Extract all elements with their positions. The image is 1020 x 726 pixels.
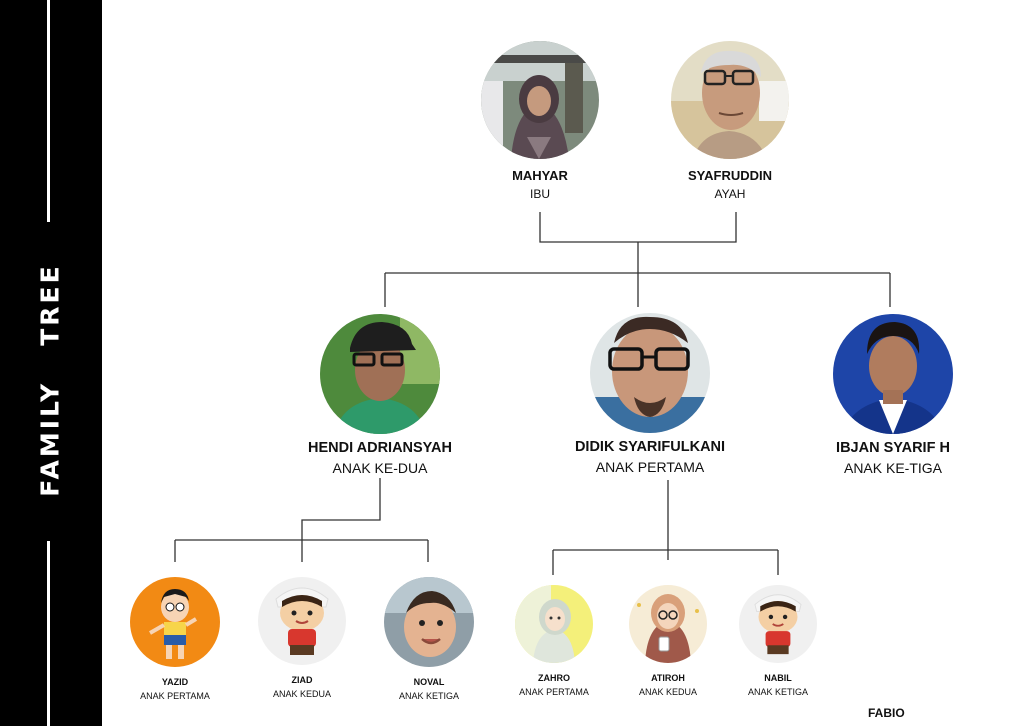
grandchild-card-noval[interactable]: NOVAL ANAK KETIGA	[379, 577, 479, 701]
grandchild-card-yazid[interactable]: YAZID ANAK PERTAMA	[125, 577, 225, 701]
sidebar-divider-top	[47, 0, 50, 222]
person-role: ANAK KETIGA	[398, 691, 460, 701]
child-card-hendi[interactable]: HENDI ADRIANSYAH ANAK KE-DUA	[300, 314, 460, 476]
cartoon-boy-red-shirt-icon	[258, 577, 346, 665]
person-role: ANAK KETIGA	[747, 687, 809, 697]
baby-photo-icon	[384, 577, 474, 667]
young-man-suit-portrait-icon	[833, 314, 953, 434]
parent-card-syafruddin[interactable]: SYAFRUDDIN AYAH	[655, 41, 805, 201]
cartoon-boy-red-shirt-icon	[739, 585, 817, 663]
grandchild-card-nabil[interactable]: NABIL ANAK KETIGA	[728, 585, 828, 697]
person-name: SYAFRUDDIN	[687, 168, 773, 183]
person-name: NABIL	[764, 673, 792, 683]
person-name: NOVAL	[413, 677, 445, 687]
person-role: ANAK KEDUA	[638, 687, 698, 697]
person-role: ANAK PERTAMA	[140, 691, 210, 701]
parent-card-mahyar[interactable]: MAHYAR IBU	[465, 41, 615, 201]
person-role: IBU	[529, 187, 550, 201]
person-name: ZIAD	[291, 675, 313, 685]
person-name: YAZID	[161, 677, 189, 687]
hendi-descent-line	[301, 478, 381, 562]
person-role: ANAK KE-TIGA	[843, 460, 943, 476]
grandchild-card-zahro[interactable]: ZAHRO ANAK PERTAMA	[504, 585, 604, 697]
grandchild-card-atiroh[interactable]: ATIROH ANAK KEDUA	[618, 585, 718, 697]
grandchild-card-ziad[interactable]: ZIAD ANAK KEDUA	[252, 577, 352, 699]
person-name: ATIROH	[651, 673, 685, 683]
person-role: ANAK KEDUA	[272, 689, 332, 699]
person-role: ANAK PERTAMA	[519, 687, 589, 697]
woman-hijab-portrait-icon	[481, 41, 599, 159]
cartoon-girl-hijab-icon	[515, 585, 593, 663]
author-signature: FABIO	[868, 706, 905, 720]
child-card-ibjan[interactable]: IBJAN SYARIF H ANAK KE-TIGA	[818, 314, 968, 476]
person-name: MAHYAR	[512, 168, 568, 183]
person-name: IBJAN SYARIF H	[836, 440, 950, 456]
parents-link-line	[539, 212, 737, 243]
older-man-glasses-portrait-icon	[671, 41, 789, 159]
person-role: ANAK KE-DUA	[332, 460, 428, 476]
person-role: AYAH	[714, 187, 746, 201]
person-name: HENDI ADRIANSYAH	[308, 440, 452, 456]
cartoon-girl-hijab-glasses-icon	[629, 585, 707, 663]
cartoon-boy-orange-icon	[130, 577, 220, 667]
person-role: ANAK PERTAMA	[595, 459, 705, 475]
sidebar: FAMILY TREE	[0, 0, 102, 726]
man-cap-glasses-portrait-icon	[320, 314, 440, 434]
person-name: DIDIK SYARIFULKANI	[574, 439, 726, 455]
sidebar-divider-bottom	[47, 541, 50, 726]
person-name: ZAHRO	[538, 673, 570, 683]
child-card-didik[interactable]: DIDIK SYARIFULKANI ANAK PERTAMA	[560, 313, 740, 475]
man-glasses-selfie-portrait-icon	[590, 313, 710, 433]
